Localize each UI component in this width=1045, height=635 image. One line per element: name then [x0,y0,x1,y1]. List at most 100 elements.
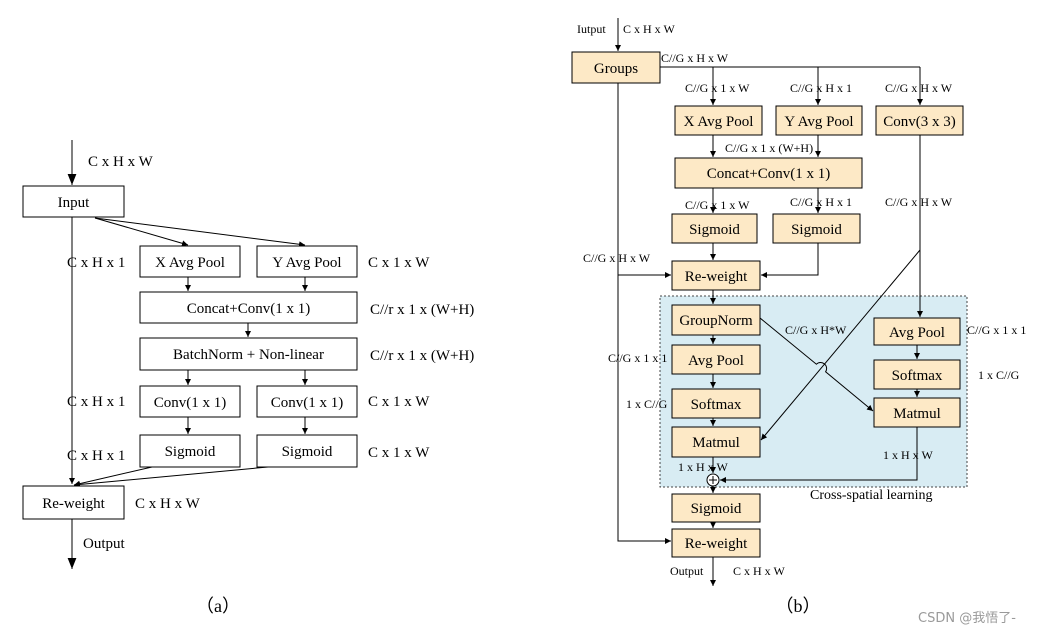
shape-label: C//r x 1 x (W+H) [370,302,474,318]
reweight-box: Re-weight [671,260,761,291]
shape-label: C x 1 x W [368,445,430,461]
softmax-left-box: Softmax [671,388,761,419]
groupnorm-box: GroupNorm [671,304,761,336]
shape-label: 1 x C//G [978,368,1020,382]
concat-conv-label: Concat+Conv(1 x 1) [707,166,830,182]
y-avg-pool-label: Y Avg Pool [272,255,341,271]
sigmoid-out-box: Sigmoid [671,493,761,523]
x-avg-pool-label: X Avg Pool [684,114,754,130]
reweight-out-label: Re-weight [685,536,748,552]
arrow-to-x-avg-pool [94,217,189,247]
shape-label: C x H x 1 [67,255,125,271]
output-label: Output [83,536,126,552]
reweight-box: Re-weight [22,485,125,520]
groupnorm-label: GroupNorm [679,313,753,329]
sigmoid-h-box: Sigmoid [139,434,241,468]
x-avg-pool-box: X Avg Pool [139,245,241,278]
input-box: Input [22,185,125,218]
conv-w-label: Conv(1 x 1) [271,395,344,411]
figure-a: Input X Avg Pool Y Avg Pool Concat+Conv(… [22,140,474,616]
shape-label: C x 1 x W [368,255,430,271]
sigmoid-h-label: Sigmoid [791,222,842,238]
concat-conv-box: Concat+Conv(1 x 1) [139,291,358,324]
shape-label: C//G x H x W [661,51,729,65]
skip-to-output-reweight-arrow [617,83,671,544]
conv3-box: Conv(3 x 3) [875,105,964,136]
softmax-left-label: Softmax [691,397,742,413]
softmax-right-box: Softmax [873,359,961,390]
cross-spatial-label: Cross-spatial learning [810,488,932,503]
shape-label: 1 x C//G [626,397,668,411]
input-label: Input [58,195,90,211]
matmul-right-to-add-arrow [720,427,918,483]
softmax-right-label: Softmax [892,368,943,384]
shape-label: 1 x H x W [883,448,933,462]
concat-conv-box: Concat+Conv(1 x 1) [674,157,863,189]
shape-label: C//r x 1 x (W+H) [370,348,474,364]
batchnorm-label: BatchNorm + Non-linear [173,347,324,363]
y-avg-pool-box: Y Avg Pool [775,105,863,136]
sigmoid-h-box: Sigmoid [772,213,861,244]
shape-label: C//G x H*W [785,323,847,337]
matmul-right-box: Matmul [873,397,961,428]
avg-pool-left-label: Avg Pool [688,353,744,369]
caption-a: （a） [196,596,240,616]
shape-label: C//G x H x W [583,251,651,265]
groups-label: Groups [594,61,638,77]
avg-pool-left-box: Avg Pool [671,344,761,375]
shape-label: 1 x H x W [678,460,728,474]
x-avg-pool-box: X Avg Pool [674,105,763,136]
input-label: Iutput [577,22,606,36]
shape-label: C//G x H x W [885,81,953,95]
caption-b: （b） [776,596,821,616]
shape-label: C//G x 1 x 1 [967,323,1026,337]
groups-box: Groups [571,51,661,84]
shape-label: C x H x W [135,496,201,512]
output-label: Output [670,564,704,578]
shape-label: C x H x 1 [67,448,125,464]
reweight-label: Re-weight [42,496,105,512]
input-shape-label: C x H x W [88,154,154,170]
shape-label: C//G x 1 x 1 [608,351,667,365]
shape-label: C//G x H x W [885,195,953,209]
sigmoid-h-to-reweight-arrow [761,243,819,278]
y-avg-pool-label: Y Avg Pool [784,114,853,130]
shape-label: C//G x 1 x W [685,81,750,95]
shape-label: C x H x 1 [67,394,125,410]
input-shape-label: C x H x W [623,22,675,36]
avg-pool-right-label: Avg Pool [889,325,945,341]
matmul-right-label: Matmul [893,406,941,422]
conv-h-box: Conv(1 x 1) [139,385,241,418]
sigmoid-out-label: Sigmoid [691,501,742,517]
x-avg-pool-label: X Avg Pool [155,255,225,271]
sigmoid-w-box: Sigmoid [671,213,758,244]
shape-label: C//G x 1 x (W+H) [725,141,813,155]
batchnorm-box: BatchNorm + Non-linear [139,337,358,371]
watermark: CSDN @我悟了- [918,611,1016,626]
shape-label: C x H x W [733,564,785,578]
sigmoid-w-label: Sigmoid [689,222,740,238]
matmul-left-box: Matmul [671,426,761,458]
conv-w-box: Conv(1 x 1) [256,385,358,418]
conv3-label: Conv(3 x 3) [883,114,956,130]
sigmoid-h-label: Sigmoid [165,444,216,460]
shape-label: C x 1 x W [368,394,430,410]
arrow-to-reweight [73,466,153,487]
avg-pool-right-box: Avg Pool [873,317,961,346]
add-icon [706,473,720,487]
conv-h-label: Conv(1 x 1) [154,395,227,411]
arrow-to-reweight [73,466,269,488]
reweight-out-box: Re-weight [671,528,761,558]
reweight-label: Re-weight [685,269,748,285]
matmul-left-label: Matmul [692,435,740,451]
y-avg-pool-box: Y Avg Pool [256,245,358,278]
concat-conv-label: Concat+Conv(1 x 1) [187,301,310,317]
shape-label: C//G x 1 x W [685,198,750,212]
sigmoid-w-label: Sigmoid [282,444,333,460]
figure-b: Groups X Avg Pool Y Avg Pool Conv(3 x 3)… [571,18,1026,616]
arrow-to-y-avg-pool [94,217,306,248]
conv3-to-matmul-left-arrow [760,249,921,441]
shape-label: C//G x H x 1 [790,81,852,95]
shape-label: C//G x H x 1 [790,195,852,209]
